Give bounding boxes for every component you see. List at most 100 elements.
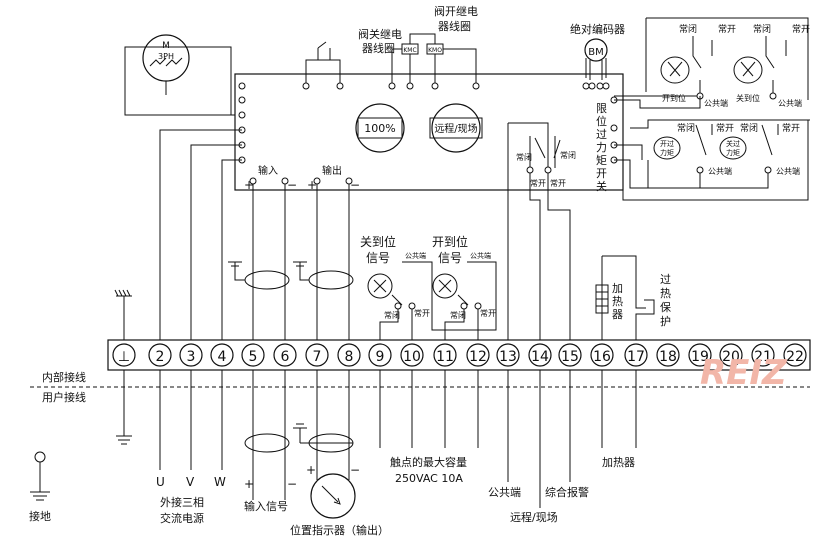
svg-text:公共端: 公共端 [778,98,802,108]
svg-text:常闭: 常闭 [450,311,466,320]
terminal-circle [179,343,203,367]
svg-text:开过: 开过 [660,139,674,148]
svg-text:关过: 关过 [726,139,740,148]
svg-text:常开: 常开 [550,179,566,188]
close-pos-label: 关到位 [736,93,760,103]
relay-switch [302,41,344,90]
alarm-label: 综合报警 [545,485,589,499]
open-pos-signal-2: 信号 [438,251,462,265]
svg-text:热: 热 [660,287,671,300]
svg-text:−: − [350,463,360,477]
terminal-number: 20 [722,349,740,365]
svg-text:力矩: 力矩 [726,148,740,157]
terminal-circle [751,343,775,367]
svg-text:公共端: 公共端 [704,98,728,108]
terminal-circle [466,343,490,367]
svg-text:常闭: 常闭 [679,23,697,35]
internal-wiring-label: 内部接线 [42,370,86,384]
display-mode: 远程/现场 [434,122,477,135]
terminal-number: 9 [376,349,385,365]
terminal-circle [624,343,648,367]
close-pos-signal-1: 关到位 [360,234,396,249]
terminal-circle [273,343,297,367]
svg-text:过: 过 [596,128,607,141]
svg-text:器: 器 [612,308,623,321]
kmc-label: KMC [403,47,416,54]
terminal-circle [241,343,265,367]
encoder-label: 绝对编码器 [570,22,625,36]
svg-text:常闭: 常闭 [516,153,532,162]
limit-switches: 常闭 常开 常闭 常开 开到位 关到位 公共端 公共端 常闭 常开 常闭 常开 … [614,17,810,201]
terminal-circle [688,343,712,367]
ext-power-2: 交流电源 [160,511,204,525]
terminal-circle [305,343,329,367]
svg-text:+: + [307,178,317,192]
svg-text:热: 热 [612,295,623,308]
terminal-number: 14 [531,349,549,365]
terminal-strip [107,339,811,371]
terminal-number: 19 [691,349,709,365]
w-label: W [214,475,226,489]
svg-text:公共端: 公共端 [708,166,732,176]
svg-text:常开: 常开 [782,122,800,134]
svg-text:常开: 常开 [414,309,430,318]
svg-text:常开: 常开 [718,23,736,35]
svg-text:力: 力 [596,141,607,154]
bm-label: BM [588,47,604,58]
terminal-circle [400,343,424,367]
terminal-circle [656,343,680,367]
svg-text:常开: 常开 [792,23,810,35]
svg-text:−: − [287,477,297,491]
input-label: 输入 [258,164,278,177]
terminal-number: 22 [786,349,804,365]
terminal-circle [558,343,582,367]
svg-text:力矩: 力矩 [660,148,674,157]
terminal-circle [112,343,136,367]
kmo-label: KMO [428,47,442,54]
terminal-circle [433,343,457,367]
terminal-number: 10 [403,349,421,365]
terminal-number: 17 [627,349,645,365]
terminal-number: 5 [249,349,258,365]
svg-text:+: + [306,463,316,477]
overheat-vert-label: 过 热 保 护 [660,273,671,328]
close-relay-label-1: 阀关继电 [358,27,402,41]
terminal-circle [368,343,392,367]
svg-text:−: − [287,178,297,192]
svg-text:限: 限 [596,102,607,115]
terminal-circle [590,343,614,367]
terminal-number: 21 [754,349,772,365]
open-relay-label-1: 阀开继电 [434,4,478,18]
motor-3ph-label: 3PH [158,52,174,61]
position-indicator-meter [310,473,356,519]
svg-text:常闭: 常闭 [740,122,758,134]
svg-text:位: 位 [596,114,607,128]
heater-vert-label: 加 热 器 [612,282,623,321]
svg-text:公共端: 公共端 [470,251,491,260]
open-pos-signal-1: 开到位 [432,234,468,249]
close-relay-label-2: 器线圈 [362,41,395,55]
actuator-box [234,73,624,191]
terminal-number: 6 [281,349,290,365]
terminal-circle [337,343,361,367]
user-wiring-label: 用户接线 [42,390,86,404]
svg-text:护: 护 [660,314,671,328]
v-label: V [186,475,195,489]
svg-text:常闭: 常闭 [677,122,695,134]
input-signal-label: 输入信号 [244,499,288,513]
terminal-number: 8 [345,349,354,365]
terminal-number: 2 [156,349,165,365]
ext-power-1: 外接三相 [160,496,204,509]
terminal-circle [496,343,520,367]
contact-cap-1: 触点的最大容量 [390,455,467,469]
contact-cap-2: 250VAC 10A [395,472,463,485]
terminal-number: 3 [187,349,196,365]
position-indicator-label: 位置指示器（输出） [290,523,389,537]
close-pos-signal-2: 信号 [366,251,390,265]
svg-text:常闭: 常闭 [560,151,576,160]
svg-text:公共端: 公共端 [405,251,426,260]
svg-text:常开: 常开 [480,309,496,318]
terminal-number: 11 [436,349,454,365]
